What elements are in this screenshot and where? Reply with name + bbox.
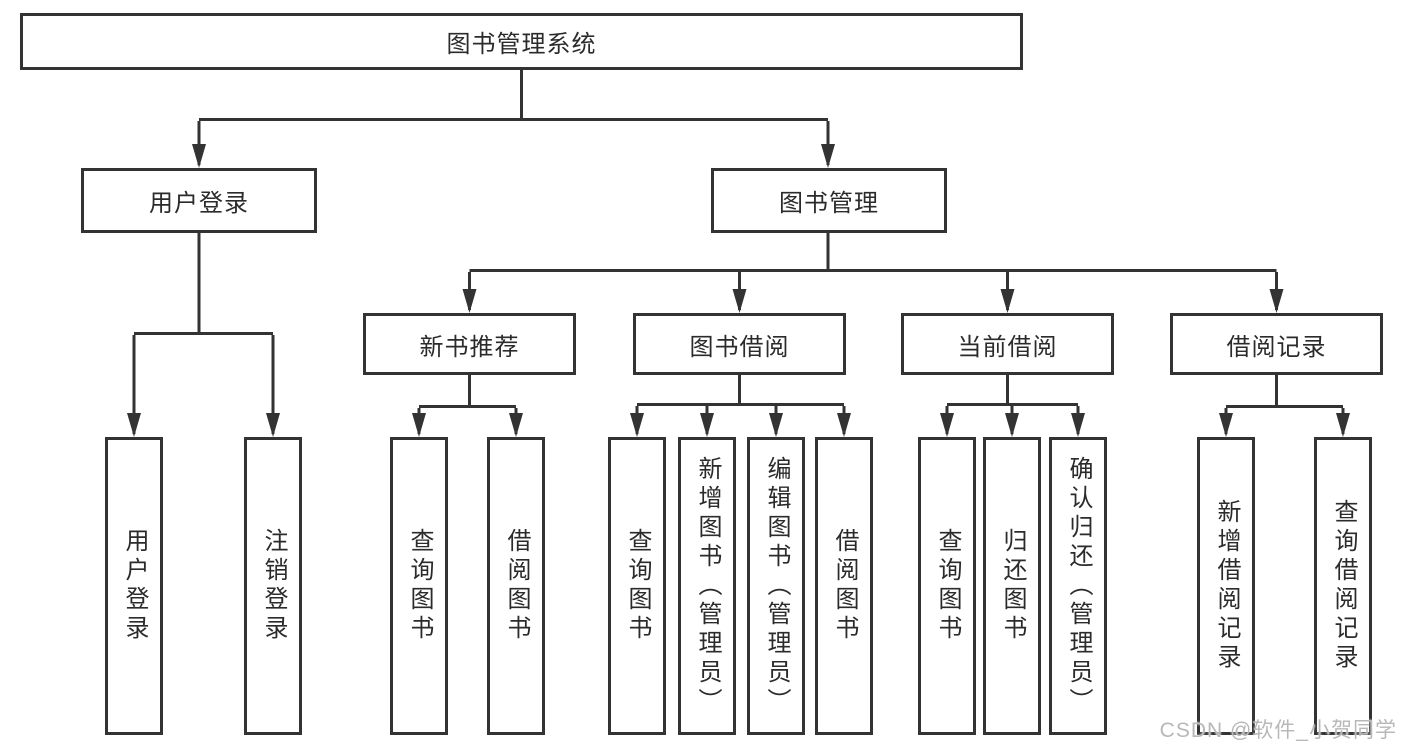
leaf-node-add-borrow-record: 新增借阅记录 bbox=[1197, 437, 1255, 735]
book-management-node: 图书管理 bbox=[711, 168, 947, 233]
connector-mgmt-stem bbox=[469, 233, 1277, 272]
connector-records-stem bbox=[1226, 375, 1343, 408]
leaf-node-search-books-1: 查询图书 bbox=[390, 437, 448, 735]
root-node: 图书管理系统 bbox=[20, 13, 1023, 70]
leaf-node-return-book: 归还图书 bbox=[983, 437, 1041, 735]
leaf-node-borrow-books-2: 借阅图书 bbox=[815, 437, 873, 735]
leaf-node-user-login: 用户登录 bbox=[105, 437, 163, 735]
leaf-node-add-book-admin: 新增图书（管理员） bbox=[678, 437, 736, 735]
connector-root-stem bbox=[199, 70, 828, 121]
connector-borrow-stem bbox=[637, 375, 844, 406]
section-node-current-borrow: 当前借阅 bbox=[901, 313, 1114, 375]
leaf-node-search-borrow-record: 查询借阅记录 bbox=[1314, 437, 1372, 735]
connector-login-stem bbox=[134, 233, 273, 335]
leaf-node-edit-book-admin: 编辑图书（管理员） bbox=[747, 437, 805, 735]
leaf-node-search-books-3: 查询图书 bbox=[918, 437, 976, 735]
section-node-book-borrow: 图书借阅 bbox=[633, 313, 846, 375]
leaf-node-confirm-return-admin: 确认归还（管理员） bbox=[1049, 437, 1107, 735]
connector-new-stem bbox=[419, 375, 516, 408]
section-node-new-books: 新书推荐 bbox=[363, 313, 576, 375]
user-login-node: 用户登录 bbox=[81, 168, 317, 233]
leaf-node-borrow-books-1: 借阅图书 bbox=[487, 437, 545, 735]
leaf-node-search-books-2: 查询图书 bbox=[608, 437, 666, 735]
leaf-node-logout: 注销登录 bbox=[244, 437, 302, 735]
connector-current-stem bbox=[947, 375, 1078, 406]
csdn-watermark: CSDN @软件_小贺同学 bbox=[1159, 719, 1397, 742]
section-node-borrow-records: 借阅记录 bbox=[1170, 313, 1383, 375]
